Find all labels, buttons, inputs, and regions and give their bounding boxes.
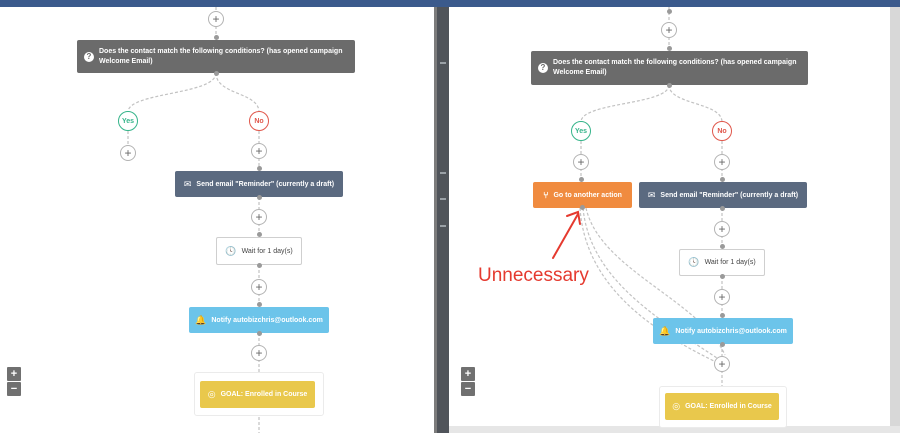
add-step-button[interactable]: +	[251, 143, 267, 159]
window-edge	[890, 7, 900, 433]
add-step-button[interactable]: +	[714, 221, 730, 237]
notify-label: Notify autobizchris@outlook.com	[211, 316, 323, 324]
wait-label: Wait for 1 day(s)	[704, 259, 756, 266]
add-step-button[interactable]: +	[714, 289, 730, 305]
add-step-button[interactable]: +	[208, 11, 224, 27]
add-step-button[interactable]: +	[251, 345, 267, 361]
condition-node[interactable]: ? Does the contact match the following c…	[531, 51, 808, 85]
connector-dot	[720, 206, 725, 211]
bell-icon: 🔔	[659, 325, 671, 336]
clock-icon: 🕓	[225, 245, 237, 256]
notify-node[interactable]: 🔔 Notify autobizchris@outlook.com	[189, 307, 329, 333]
sidebar-marker	[440, 225, 446, 227]
envelope-icon: ✉	[183, 178, 192, 189]
connector-dot	[720, 177, 725, 182]
notify-label: Notify autobizchris@outlook.com	[675, 327, 787, 335]
connector-dot	[257, 263, 262, 268]
add-step-button[interactable]: +	[251, 279, 267, 295]
connector-dot	[214, 35, 219, 40]
zoom-in-button[interactable]: +	[7, 367, 21, 381]
notify-node[interactable]: 🔔 Notify autobizchris@outlook.com	[653, 318, 793, 344]
clock-icon: 🕓	[688, 257, 700, 267]
connector-dot	[720, 313, 725, 318]
collapsed-sidebar	[437, 7, 449, 433]
goal-label: GOAL: Enrolled in Course	[220, 391, 308, 398]
wait-label: Wait for 1 day(s)	[241, 247, 293, 255]
goal-label: GOAL: Enrolled in Course	[685, 403, 772, 410]
annotation-label: Unnecessary	[478, 265, 589, 286]
question-icon: ?	[84, 51, 94, 62]
top-bar	[0, 0, 900, 7]
connector-dot	[720, 244, 725, 249]
condition-node[interactable]: ? Does the contact match the following c…	[77, 40, 355, 73]
condition-text: Does the contact match the following con…	[553, 59, 797, 76]
connector-dot	[667, 9, 672, 14]
connector-dot	[257, 232, 262, 237]
goal-node[interactable]: ◎ GOAL: Enrolled in Course	[200, 381, 315, 408]
zoom-out-button[interactable]: −	[7, 382, 21, 396]
zoom-in-button[interactable]: +	[461, 367, 475, 381]
bell-icon: 🔔	[195, 314, 207, 325]
target-icon: ◎	[207, 389, 216, 399]
connector-dot	[580, 205, 585, 210]
send-email-node[interactable]: ✉ Send email "Reminder" (currently a dra…	[639, 182, 807, 208]
connector-dot	[214, 71, 219, 76]
add-step-button[interactable]: +	[714, 356, 730, 372]
add-step-button[interactable]: +	[120, 145, 136, 161]
wait-node[interactable]: 🕓 Wait for 1 day(s)	[216, 237, 302, 265]
yes-branch-badge: Yes	[571, 121, 591, 141]
sidebar-marker	[440, 198, 446, 200]
no-branch-badge: No	[712, 121, 732, 141]
connector-dot	[667, 83, 672, 88]
yes-branch-badge: Yes	[118, 111, 138, 131]
add-step-button[interactable]: +	[251, 209, 267, 225]
question-icon: ?	[538, 63, 548, 73]
condition-text: Does the contact match the following con…	[99, 48, 343, 65]
go-to-action-node[interactable]: ⑂ Go to another action	[533, 182, 632, 208]
bottom-edge	[449, 426, 900, 433]
goal-node[interactable]: ◎ GOAL: Enrolled in Course	[665, 393, 779, 420]
connector-dot	[257, 331, 262, 336]
connector-dot	[720, 274, 725, 279]
connector-dot	[257, 302, 262, 307]
connector-dot	[579, 177, 584, 182]
target-icon: ◎	[672, 401, 681, 411]
wait-node[interactable]: 🕓 Wait for 1 day(s)	[679, 249, 765, 276]
add-step-button[interactable]: +	[661, 22, 677, 38]
send-email-label: Send email "Reminder" (currently a draft…	[196, 180, 335, 188]
connector-dot	[720, 342, 725, 347]
zoom-out-button[interactable]: −	[461, 382, 475, 396]
branch-icon: ⑂	[543, 189, 549, 200]
no-branch-badge: No	[249, 111, 269, 131]
panel-divider	[434, 7, 437, 433]
sidebar-marker	[440, 62, 446, 64]
send-email-label: Send email "Reminder" (currently a draft…	[660, 191, 799, 199]
sidebar-marker	[440, 172, 446, 174]
go-to-action-label: Go to another action	[553, 191, 622, 199]
connector-dot	[667, 46, 672, 51]
connector-dot	[257, 195, 262, 200]
add-step-button[interactable]: +	[573, 154, 589, 170]
envelope-icon: ✉	[647, 189, 656, 200]
send-email-node[interactable]: ✉ Send email "Reminder" (currently a dra…	[175, 171, 343, 197]
add-step-button[interactable]: +	[714, 154, 730, 170]
connector-dot	[257, 166, 262, 171]
